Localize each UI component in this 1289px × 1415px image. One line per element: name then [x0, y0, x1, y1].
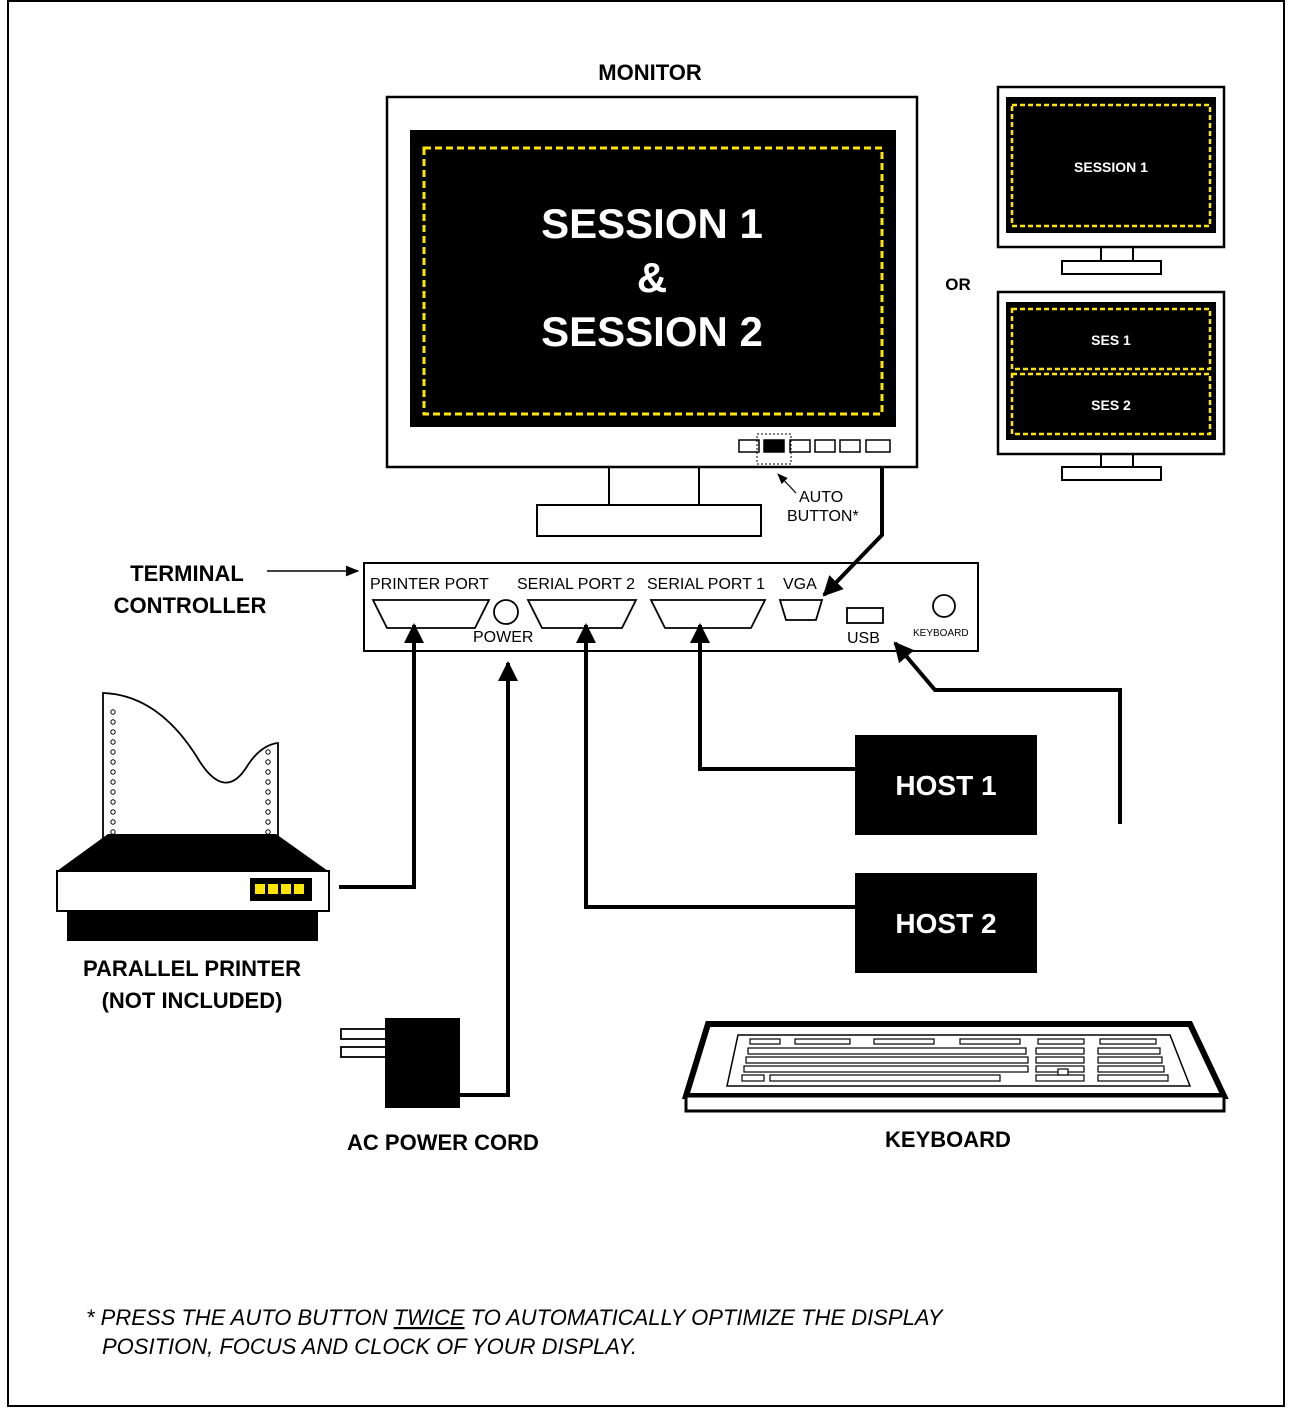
split-session-1: SES 1: [1091, 332, 1131, 348]
monitor-button[interactable]: [789, 439, 811, 453]
usb-port[interactable]: [846, 607, 884, 624]
host-2: HOST 2: [855, 873, 1037, 973]
alt-screen-session-1: SESSION 1: [1074, 159, 1148, 175]
main-monitor: MONITOR SESSION 1 & SESSION 2 AUTO BUTTO…: [385, 60, 919, 537]
footnote: * PRESS THE AUTO BUTTON TWICE TO AUTOMAT…: [86, 1305, 944, 1359]
power-cord-label: AC POWER CORD: [347, 1130, 539, 1155]
keyboard-device: KEYBOARD: [681, 1021, 1229, 1152]
keyboard-keys: [741, 1038, 1169, 1082]
plug-prong-bottom: [340, 1046, 387, 1058]
alt-monitor-single: SESSION 1: [996, 85, 1226, 275]
cables: [339, 467, 1122, 1097]
usb-label: USB: [847, 630, 880, 647]
plug-prong-top: [340, 1028, 387, 1040]
auto-label-line1: AUTO: [799, 489, 843, 506]
host-2-label: HOST 2: [895, 908, 996, 939]
controller-label-line1: TERMINAL: [130, 561, 244, 586]
printer-cable: [339, 623, 424, 889]
parallel-printer: PARALLEL PRINTER (NOT INCLUDED): [56, 692, 330, 1013]
monitor-button[interactable]: [814, 439, 836, 453]
screen-session-1: SESSION 1: [541, 200, 763, 247]
alt-monitor-base: [1061, 260, 1162, 275]
monitor-screen-dashed-border: [422, 146, 884, 416]
footnote-line1-post: TO AUTOMATICALLY OPTIMIZE THE DISPLAY: [465, 1305, 944, 1330]
footnote-line1: * PRESS THE AUTO BUTTON TWICE TO AUTOMAT…: [86, 1305, 944, 1330]
host-2-box: [855, 873, 1037, 973]
screen-ampersand: &: [637, 254, 667, 301]
monitor-button[interactable]: [839, 439, 861, 453]
monitor-base: [536, 504, 762, 537]
printer-port-label: PRINTER PORT: [370, 576, 489, 593]
power-label: POWER: [473, 629, 533, 646]
vga-port[interactable]: [778, 599, 824, 621]
serial-port-2[interactable]: [526, 599, 638, 629]
adapter-body: [385, 1018, 460, 1108]
host-1: HOST 1: [855, 735, 1037, 835]
auto-label-line2: BUTTON*: [787, 508, 859, 525]
footnote-line1-pre: * PRESS THE AUTO BUTTON: [86, 1305, 394, 1330]
monitor-control-buttons: [738, 433, 891, 465]
split-bottom-dashed: [1010, 372, 1212, 436]
power-jack[interactable]: [493, 599, 519, 625]
vga-label: VGA: [783, 576, 817, 593]
serial-port-2-label: SERIAL PORT 2: [517, 576, 635, 593]
auto-button[interactable]: [763, 439, 785, 453]
or-label: OR: [945, 275, 971, 294]
split-session-2: SES 2: [1091, 397, 1131, 413]
printer-paper: [102, 692, 279, 841]
keyboard-port-label: KEYBOARD: [913, 628, 969, 639]
printer-base: [67, 911, 318, 941]
power-cable: [459, 661, 518, 1097]
monitor-button[interactable]: [865, 439, 891, 453]
serial-port-1[interactable]: [649, 599, 767, 629]
keyboard-front-edge: [684, 1094, 1226, 1113]
footnote-emphasis: TWICE: [394, 1305, 465, 1330]
keyboard-port[interactable]: [932, 594, 956, 618]
monitor-button[interactable]: [738, 439, 760, 453]
host2-cable: [576, 623, 855, 909]
paper-feed-holes: [110, 709, 271, 835]
alt-monitor-dashed-border: [1010, 103, 1212, 228]
screen-session-2: SESSION 2: [541, 308, 763, 355]
controller-label-line2: CONTROLLER: [114, 593, 267, 618]
footnote-line2: POSITION, FOCUS AND CLOCK OF YOUR DISPLA…: [102, 1334, 637, 1359]
split-top-dashed: [1010, 307, 1212, 371]
alt-monitor-split: SES 1 SES 2: [996, 290, 1226, 481]
monitor-title: MONITOR: [598, 60, 702, 85]
alt-monitor-screen: [1006, 97, 1216, 233]
auto-button-highlight: [756, 433, 792, 465]
printer-leds: [255, 884, 304, 894]
printer-label-line2: (NOT INCLUDED): [102, 988, 283, 1013]
monitor-screen: [410, 130, 896, 427]
host1-cable: [690, 623, 855, 771]
printer-port[interactable]: [371, 599, 491, 629]
host-1-label: HOST 1: [895, 770, 996, 801]
split-monitor-base: [1061, 466, 1162, 481]
ac-power-adapter: AC POWER CORD: [340, 1018, 539, 1155]
vga-cable: [822, 467, 884, 597]
printer-top: [57, 834, 328, 871]
serial-port-1-label: SERIAL PORT 1: [647, 576, 765, 593]
printer-label-line1: PARALLEL PRINTER: [83, 956, 301, 981]
host-1-box: [855, 735, 1037, 835]
split-monitor-screen: [1006, 302, 1216, 440]
terminal-controller: TERMINAL CONTROLLER PRINTER PORT SERIAL …: [114, 561, 979, 652]
keyboard-label: KEYBOARD: [885, 1127, 1011, 1152]
page-frame: [7, 0, 1285, 1407]
keyboard-cable: [893, 641, 1122, 824]
auto-button-pointer: [777, 473, 797, 494]
